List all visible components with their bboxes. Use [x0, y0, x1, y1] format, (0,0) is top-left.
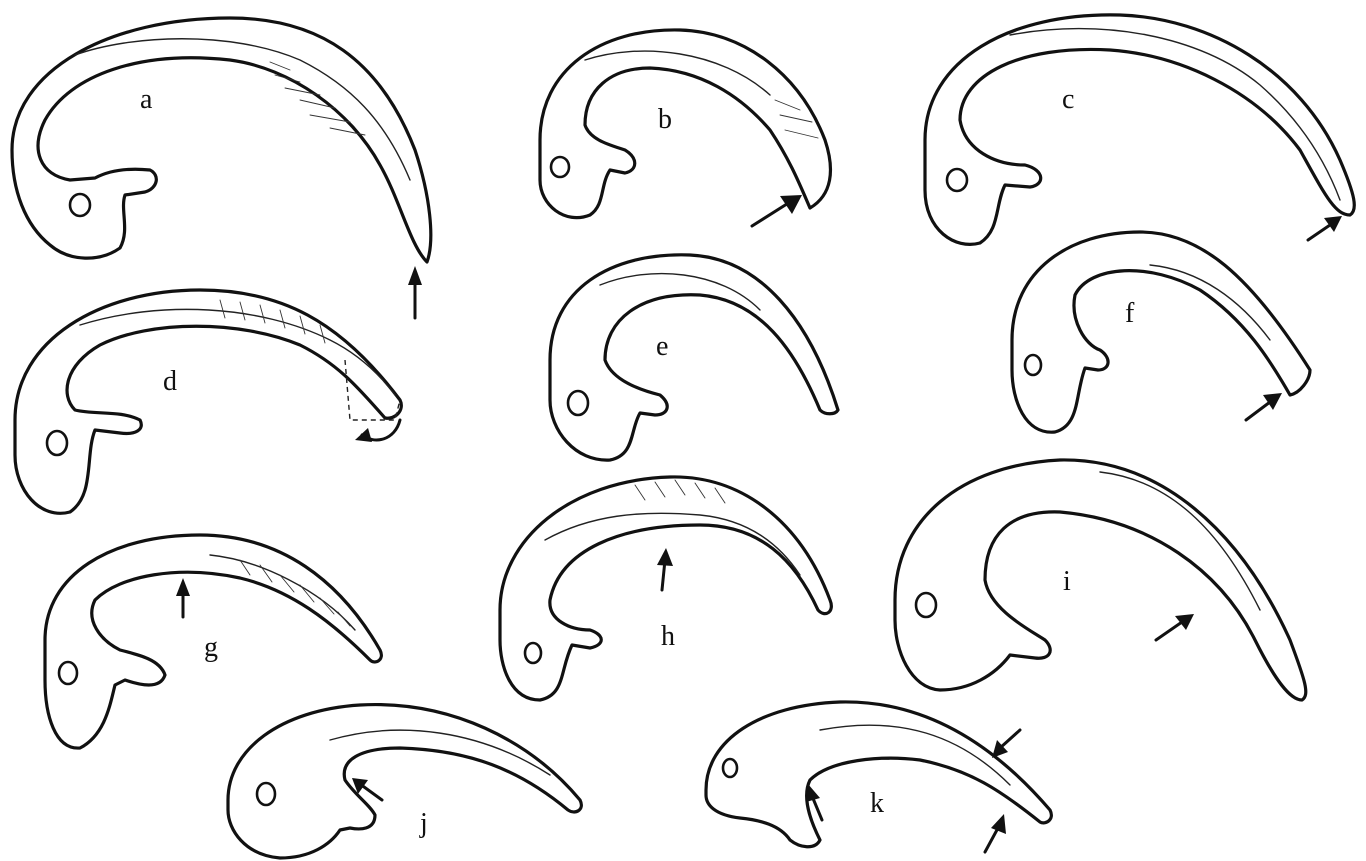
panel-k-eye — [723, 759, 737, 777]
panel-d-inner-line — [80, 309, 395, 395]
panel-c: c — [925, 15, 1354, 245]
panel-f-eye — [1025, 355, 1041, 375]
panel-a: a — [12, 18, 431, 318]
panel-k-label: k — [870, 788, 884, 819]
panel-i-eye — [916, 593, 936, 617]
panel-h-arrow-head — [657, 548, 673, 566]
panel-d-label: d — [163, 366, 177, 397]
panel-b-label: b — [658, 104, 672, 135]
panel-b-outline — [540, 30, 830, 218]
panel-j-label: j — [419, 808, 428, 839]
panel-e-outline — [550, 255, 838, 460]
panel-k: k — [706, 702, 1051, 852]
panel-a-label: a — [140, 84, 153, 115]
panel-h-eye — [525, 643, 541, 663]
panel-h-outline — [500, 477, 831, 700]
panel-i: i — [895, 460, 1306, 700]
panel-f: f — [1012, 232, 1310, 432]
panel-k-arrow-head-lower — [991, 814, 1006, 834]
panel-c-eye — [947, 169, 967, 191]
panel-e-eye — [568, 391, 588, 415]
panel-f-label: f — [1125, 298, 1135, 329]
panel-j: j — [228, 705, 581, 858]
panel-h-hatching — [635, 480, 725, 503]
panel-e-label: e — [656, 331, 668, 362]
panel-d-curved-arrow-head — [355, 428, 372, 442]
panel-i-arrow-head — [1175, 614, 1194, 630]
panel-c-label: c — [1062, 84, 1074, 115]
panel-k-arrow-head-left — [806, 784, 820, 802]
panel-b-arrow-shaft — [752, 202, 790, 226]
panel-c-outline — [925, 15, 1354, 245]
panel-c-arrow-head — [1324, 216, 1342, 232]
panel-j-outline — [228, 705, 581, 858]
panel-i-inner-line — [1100, 472, 1260, 610]
panel-f-arrow-shaft — [1246, 402, 1270, 420]
panel-k-inner-line — [820, 725, 1010, 785]
panel-f-outline — [1012, 232, 1310, 432]
panel-g-label: g — [204, 632, 218, 663]
panel-c-inner-line — [1010, 29, 1340, 200]
panel-g-arrow-head — [176, 578, 190, 596]
panel-g-eye — [59, 662, 77, 684]
panel-d-outline — [15, 290, 401, 513]
panel-b-hatching — [775, 100, 818, 138]
panel-d-eye — [47, 431, 67, 455]
panel-d: d — [15, 290, 401, 513]
panel-g-hatching — [240, 560, 350, 626]
panel-g: g — [45, 535, 381, 748]
panel-b-eye — [551, 157, 569, 177]
panel-k-arrow-shaft-lower — [985, 828, 998, 852]
panel-a-arrow-head — [408, 266, 422, 285]
panel-j-eye — [257, 783, 275, 805]
panel-a-inner-line — [75, 39, 410, 180]
panel-h: h — [500, 477, 831, 700]
panel-c-arrow-shaft — [1308, 225, 1330, 240]
panel-f-arrow-head — [1263, 393, 1282, 410]
panel-b: b — [540, 30, 830, 226]
panel-i-arrow-shaft — [1156, 622, 1182, 640]
panel-k-arrow-shaft-upper — [1000, 730, 1020, 748]
panel-a-eye — [70, 194, 90, 216]
panel-e: e — [550, 255, 838, 460]
panel-i-label: i — [1063, 566, 1071, 597]
panel-h-label: h — [661, 621, 675, 652]
